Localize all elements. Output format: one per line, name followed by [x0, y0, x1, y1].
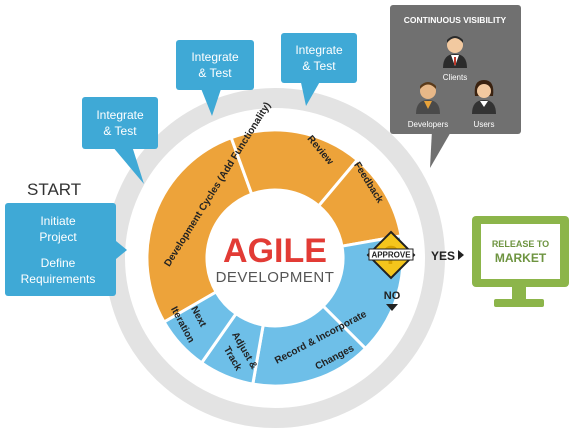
approve-label: APPROVE: [371, 251, 411, 260]
developers-label: Developers: [408, 120, 448, 129]
callout-2-line2: & Test: [198, 66, 232, 80]
start-box: Initiate Project Define Requirements: [5, 203, 127, 296]
cycle-ring: [145, 128, 405, 388]
no-label: NO: [384, 290, 401, 302]
client-person-icon: [443, 36, 467, 68]
callout-integrate-test-1: Integrate & Test: [82, 97, 158, 184]
center-subtitle: DEVELOPMENT: [216, 269, 335, 286]
segment-development-cycles: [145, 135, 254, 325]
yes-arrow-icon: [458, 250, 464, 260]
callout-1-line1: Integrate: [96, 108, 144, 122]
start-line-3: Define: [41, 256, 76, 270]
start-line-4: Requirements: [21, 272, 96, 286]
release-line-2: MARKET: [495, 251, 547, 265]
callout-3-line2: & Test: [302, 59, 336, 73]
start-heading: START: [27, 180, 81, 199]
center-disc: [207, 190, 343, 326]
center-title: AGILE: [223, 232, 327, 270]
start-line-1: Initiate: [40, 214, 76, 228]
users-label: Users: [474, 120, 495, 129]
visibility-title: CONTINUOUS VISIBILITY: [404, 15, 507, 25]
callout-2-line1: Integrate: [191, 50, 239, 64]
developer-person-icon: [416, 82, 440, 114]
start-line-2: Project: [39, 230, 77, 244]
continuous-visibility-panel: CONTINUOUS VISIBILITY Clients Developers…: [390, 5, 521, 168]
clients-label: Clients: [443, 73, 467, 82]
release-line-1: RELEASE TO: [492, 239, 549, 249]
release-monitor-icon: RELEASE TO MARKET: [472, 216, 569, 307]
user-person-icon: [472, 80, 496, 114]
callout-integrate-test-3: Integrate & Test: [281, 33, 357, 106]
callout-3-line1: Integrate: [295, 43, 343, 57]
yes-label: YES: [431, 249, 455, 263]
callout-1-line2: & Test: [103, 124, 137, 138]
approve-diamond: ? APPROVE: [366, 230, 416, 280]
no-arrow-icon: [386, 304, 398, 311]
callout-integrate-test-2: Integrate & Test: [176, 40, 254, 116]
